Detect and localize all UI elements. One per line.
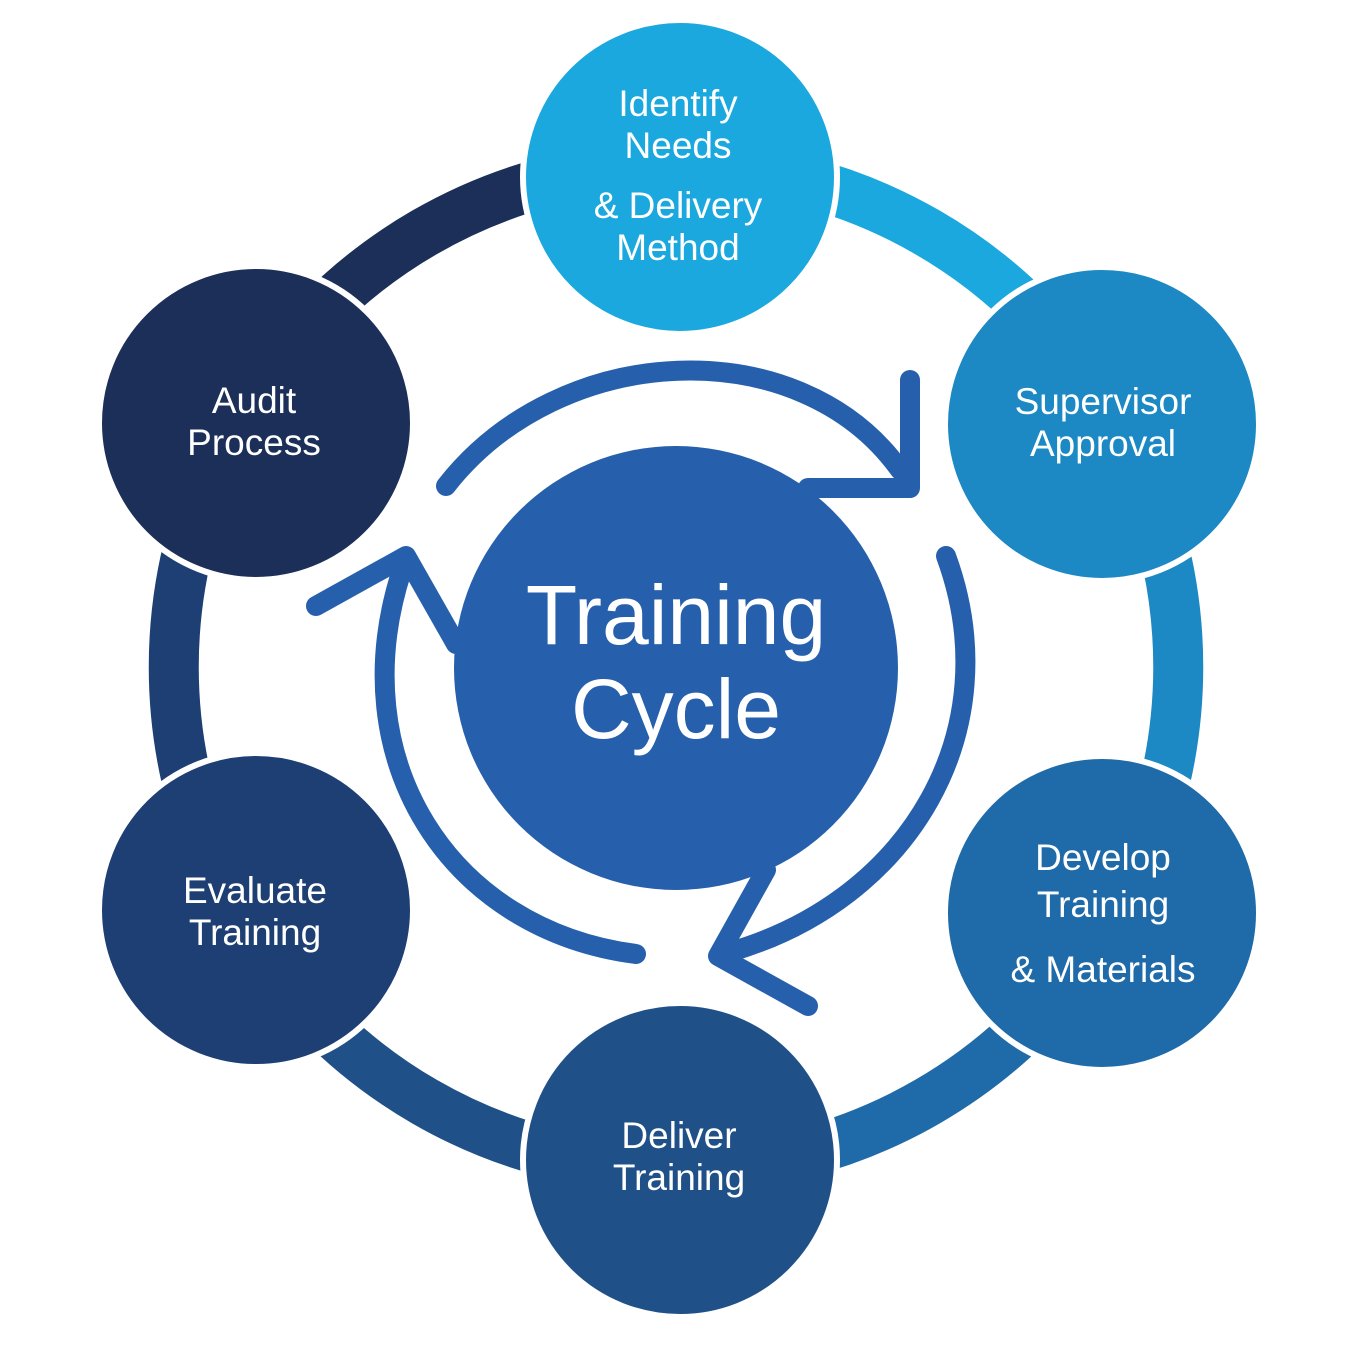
step-label-line: Needs	[625, 125, 732, 166]
step-audit-process[interactable]: Audit Process	[96, 263, 416, 583]
step-circle	[520, 1000, 840, 1320]
step-label-line: Approval	[1030, 423, 1176, 464]
step-label-line: Training	[189, 912, 321, 953]
step-label-line: Training	[1037, 884, 1169, 925]
step-circle	[942, 753, 1262, 1073]
step-label-line: Develop	[1035, 837, 1171, 878]
step-label-line: Identify	[618, 83, 738, 124]
step-label-line: & Delivery	[594, 185, 763, 226]
center-title-line-2: Cycle	[571, 662, 781, 756]
cycle-arrow-left	[374, 560, 646, 964]
step-label-line: Evaluate	[183, 870, 327, 911]
step-circle	[942, 264, 1262, 584]
center-title-line-1: Training	[526, 568, 826, 662]
step-supervisor-approval[interactable]: Supervisor Approval	[942, 264, 1262, 584]
step-circle	[520, 17, 840, 337]
cycle-arrows	[306, 360, 976, 1016]
cycle-arrowhead-top	[798, 370, 920, 498]
step-label-line: Audit	[212, 380, 297, 421]
cycle-arrowhead-left	[306, 546, 466, 654]
step-label-line: Supervisor	[1015, 381, 1192, 422]
step-deliver-training[interactable]: Deliver Training	[520, 1000, 840, 1320]
step-label-line: Method	[616, 227, 739, 268]
step-evaluate-training[interactable]: Evaluate Training	[96, 750, 416, 1070]
cycle-arrow-right	[720, 546, 976, 962]
cycle-arrow-top	[436, 360, 910, 496]
cycle-arrowhead-bottom	[708, 860, 818, 1016]
step-circle	[96, 750, 416, 1070]
step-develop-training[interactable]: Develop Training & Materials	[942, 753, 1262, 1073]
step-label-line: Process	[187, 422, 321, 463]
step-label-line: & Materials	[1010, 949, 1195, 990]
step-label-line: Deliver	[621, 1115, 736, 1156]
center-circle	[454, 446, 898, 890]
step-identify-needs[interactable]: Identify Needs & Delivery Method	[520, 17, 840, 337]
step-label-line: Training	[613, 1157, 745, 1198]
step-circle	[96, 263, 416, 583]
